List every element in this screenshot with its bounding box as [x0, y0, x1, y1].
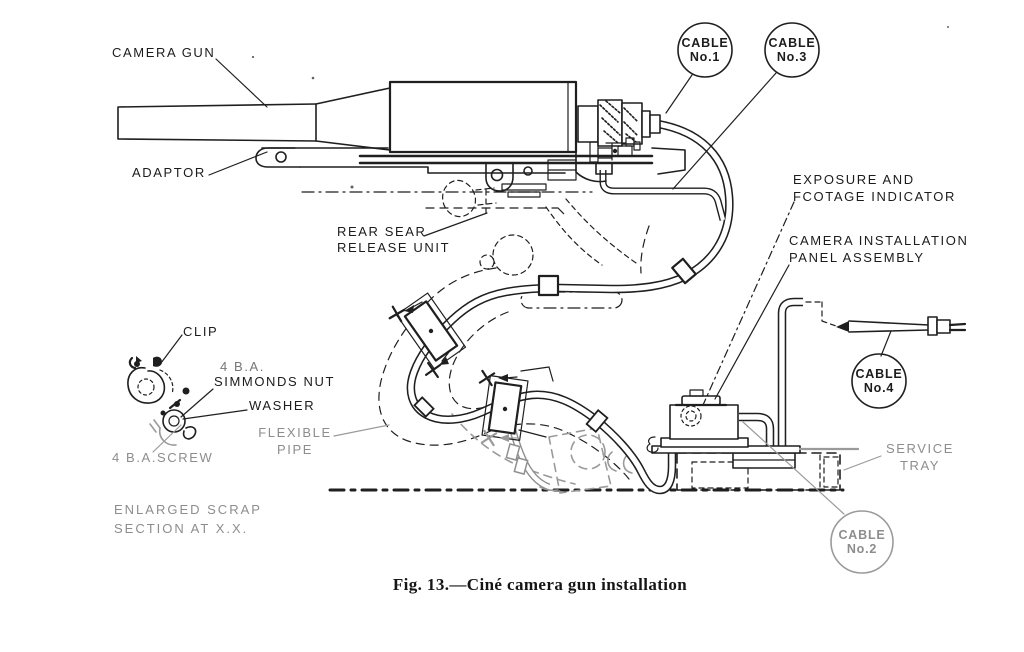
washer-label: WASHER	[249, 398, 316, 413]
enlarged-line2: SECTION AT X.X.	[114, 521, 249, 536]
exposure-indicator-label: EXPOSURE AND FCOTAGE INDICATOR	[793, 171, 956, 205]
service-tray-label: SERVICE TRAY	[878, 440, 962, 474]
section-x-marks	[388, 305, 498, 447]
camera-gun-drawing	[117, 80, 661, 154]
panel-assembly-label: CAMERA INSTALLATION PANEL ASSEMBLY	[789, 232, 968, 266]
enlarged-line1: ENLARGED SCRAP	[114, 502, 262, 517]
figure-caption: Fig. 13.—Ciné camera gun installation	[392, 575, 688, 594]
service-line2: TRAY	[899, 458, 941, 473]
cable1-circle	[677, 22, 733, 78]
cable1-word: CABLE	[681, 36, 729, 50]
flexible-line1: FLEXIBLE	[258, 425, 332, 440]
flexible-line2: PIPE	[276, 442, 314, 457]
cable4-callout: CABLE No.4	[845, 367, 913, 395]
cable2-circle	[830, 510, 894, 574]
cable-callout-circles	[677, 22, 907, 574]
panel-line1: CAMERA INSTALLATION	[789, 233, 969, 248]
flexible-pipe-label: FLEXIBLE PIPE	[253, 424, 337, 458]
rear-sear-release-label: REAR SEAR RELEASE UNIT	[337, 224, 450, 256]
cable1-callout: CABLE No.1	[671, 36, 739, 64]
paper-specks	[251, 26, 949, 189]
cable1-number: No.1	[689, 50, 721, 64]
enlarged-scrap-label: ENLARGED SCRAP SECTION AT X.X.	[114, 500, 262, 538]
cable4-number: No.4	[863, 381, 895, 395]
cable3-number: No.3	[776, 50, 808, 64]
leader-lines	[152, 58, 892, 515]
clip-label: CLIP	[183, 324, 219, 339]
cable4-rod-drawing	[805, 301, 967, 336]
clamps-and-markers	[388, 292, 554, 447]
ghost-outlines	[301, 179, 650, 480]
ba-size-label: 4 B.A.	[220, 359, 266, 374]
cable-run-drawing	[406, 119, 734, 495]
cable2-callout: CABLE No.2	[828, 528, 896, 556]
panel-line2: PANEL ASSEMBLY	[789, 250, 925, 265]
service-line1: SERVICE	[885, 441, 955, 456]
adaptor-label: ADAPTOR	[132, 165, 206, 180]
clip-inset-drawing	[127, 356, 197, 446]
cable4-circle	[851, 353, 907, 409]
cable4-word: CABLE	[855, 367, 903, 381]
exposure-line2: FCOTAGE INDICATOR	[793, 189, 956, 204]
panel-assembly-drawing	[646, 297, 860, 469]
rear-sear-line2: RELEASE UNIT	[337, 240, 451, 255]
rear-sear-line1: REAR SEAR	[337, 224, 427, 239]
ba-screw-label: 4 B.A.SCREW	[112, 450, 214, 465]
adaptor-rail-drawing	[255, 137, 686, 198]
exposure-line1: EXPOSURE AND	[793, 172, 915, 187]
simmonds-nut-label: SIMMONDS NUT	[214, 374, 336, 389]
cable3-circle	[764, 22, 820, 78]
cable3-callout: CABLE No.3	[758, 36, 826, 64]
camera-gun-label: CAMERA GUN	[112, 45, 216, 60]
cable2-number: No.2	[846, 542, 878, 556]
cable2-word: CABLE	[838, 528, 886, 542]
cable3-word: CABLE	[768, 36, 816, 50]
